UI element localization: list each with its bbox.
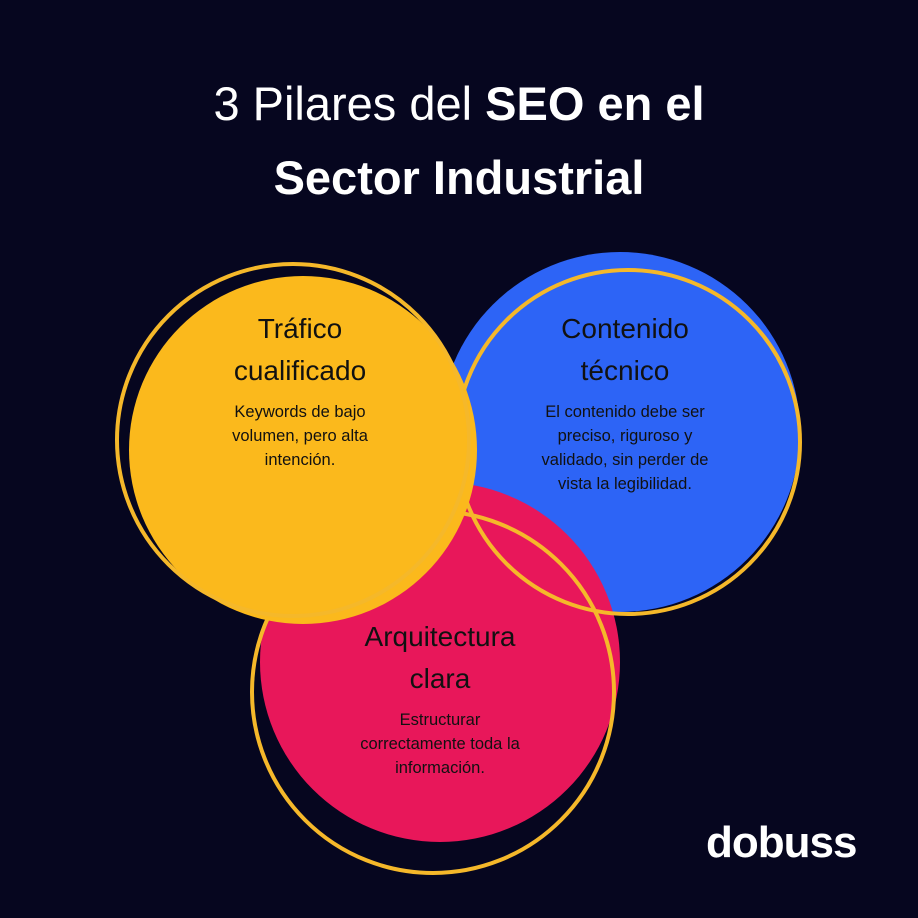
pillar-title-line: cualificado <box>233 355 367 386</box>
pillar-contenido: Contenido técnico El contenido debe ser pr… <box>485 308 765 496</box>
description-line: validado, sin perder de <box>541 451 709 469</box>
description-line: volumen, pero alta <box>232 427 368 445</box>
title-light: 3 Pilares del <box>213 77 486 130</box>
description-line: Estructurar <box>399 711 481 729</box>
description-line: vista la legibilidad. <box>558 475 692 493</box>
description-line: El contenido debe ser <box>545 403 705 421</box>
dobuss-logo: dobuss <box>706 818 857 867</box>
pillar-title-line: Contenido <box>561 313 689 344</box>
pillar-description: Keywords de bajo volumen, pero alta intenc… <box>160 400 440 472</box>
page-title-line-2: Sector Industrial <box>273 151 645 204</box>
pillar-title-line: clara <box>409 663 471 694</box>
pillar-description: Estructurar correctamente toda la informac… <box>300 708 580 780</box>
title-bold: SEO en el <box>485 77 705 130</box>
description-line: intención. <box>264 451 336 469</box>
pillar-arquitectura: Arquitectura clara Estructurar correctamen… <box>300 616 580 780</box>
pillar-title-line: Tráfico <box>257 313 343 344</box>
pillar-title-line: Arquitectura <box>364 621 516 652</box>
pillar-title: Tráfico cualificado <box>160 308 440 392</box>
pillar-title: Arquitectura clara <box>300 616 580 700</box>
page-title-line-1: 3 Pilares del SEO en el <box>0 68 918 140</box>
description-line: preciso, riguroso y <box>557 427 693 445</box>
yellow-circle <box>129 276 477 624</box>
pillar-description: El contenido debe ser preciso, riguroso y… <box>485 400 765 496</box>
pillar-title-line: técnico <box>580 355 670 386</box>
pillar-trafico: Tráfico cualificado Keywords de bajo volum… <box>160 308 440 472</box>
description-line: Keywords de bajo <box>234 403 366 421</box>
yellow-circle-outline <box>115 262 471 618</box>
description-line: correctamente toda la <box>360 735 520 753</box>
description-line: información. <box>395 759 485 777</box>
pillar-title: Contenido técnico <box>485 308 765 392</box>
